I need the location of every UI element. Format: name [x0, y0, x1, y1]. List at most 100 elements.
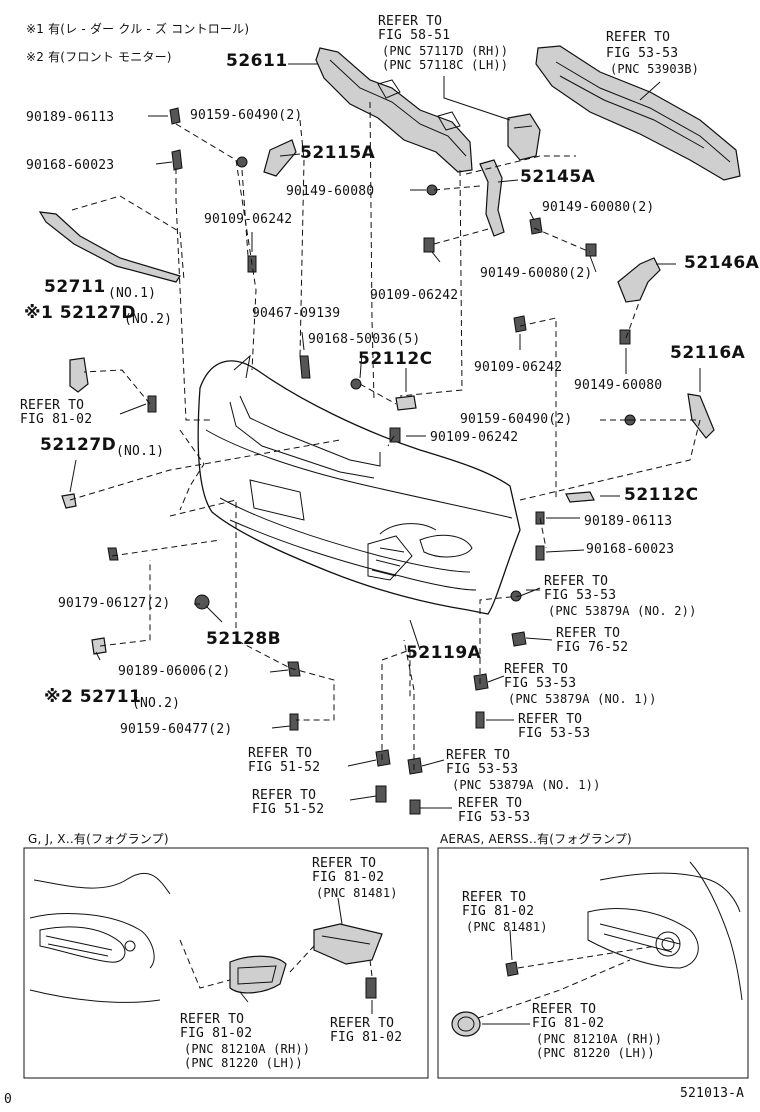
- callout-refer-fig: FIG 51-52: [252, 802, 325, 817]
- callout-part-number: 90149-60080: [574, 378, 663, 393]
- note-1: ※1 有(レ - ダー クル - ズ コントロール): [26, 22, 250, 36]
- callout-part-number: 90159-60490(2): [460, 412, 573, 427]
- callout-part-number: 90467-09139: [252, 306, 341, 321]
- inset-right-label: (PNC 81481): [466, 920, 548, 934]
- callout-52145A: 52145A: [520, 167, 596, 187]
- inset-left-label: FIG 81-02: [312, 870, 385, 885]
- bracket-52116A: [687, 393, 715, 439]
- callout-refer: REFER TO: [544, 574, 609, 589]
- callout-part-number: 90189-06006(2): [118, 664, 231, 679]
- callout-part-number: 90149-60080(2): [480, 266, 593, 281]
- callout-refer: REFER TO: [606, 30, 671, 45]
- callout-refer-pnc: (PNC 53879A (NO. 1)): [508, 692, 657, 706]
- callout-refer-fig: FIG 76-52: [556, 640, 629, 655]
- callout-refer-pnc: (PNC 53903B): [610, 62, 700, 76]
- callout-52115A: 52115A: [300, 143, 376, 163]
- inset-left-title: G, J, X‥有(フォグランプ): [28, 832, 169, 846]
- figure-code: 521013-A: [680, 1086, 745, 1101]
- inset-right-label: FIG 81-02: [462, 904, 535, 919]
- note-2: ※2 有(フロント モニター): [26, 50, 172, 64]
- inset-left-label: (PNC 81220 (LH)): [184, 1056, 303, 1070]
- clip-52112C-lower: [565, 491, 595, 503]
- callout-refer: REFER TO: [556, 626, 621, 641]
- callout-52116A: 52116A: [670, 343, 746, 363]
- callout-52128B: 52128B: [206, 629, 282, 649]
- bracket-52145A: [479, 159, 505, 237]
- leader-lines: [69, 63, 701, 809]
- moulding-52711-no1: [38, 211, 181, 283]
- callout-part-number: 90149-60080(2): [542, 200, 655, 215]
- callout-refer-fig: FIG 53-53: [446, 762, 519, 777]
- inset-left-label: FIG 81-02: [180, 1026, 253, 1041]
- callout-refer-fig: FIG 53-53: [504, 676, 577, 691]
- callout-refer: REFER TO: [518, 712, 583, 727]
- callout-52611: 52611: [226, 51, 288, 71]
- inset-left-label: REFER TO: [330, 1016, 395, 1031]
- inset-left-drawing: [29, 872, 383, 1014]
- callout-part-number: 90168-60023: [586, 542, 675, 557]
- callout-part-number: 90109-06242: [204, 212, 293, 227]
- callout-refer-fig: FIG 53-53: [518, 726, 591, 741]
- callout-52127D-no1-suffix: (NO.1): [116, 444, 165, 459]
- inset-right-title: AERAS, AERSS‥有(フォグランプ): [440, 832, 632, 846]
- inset-right-frame: [437, 847, 749, 1079]
- callout-refer-fig: FIG 51-52: [248, 760, 321, 775]
- callout-52127D-no1: 52127D: [40, 435, 117, 455]
- inset-right-label: FIG 81-02: [532, 1016, 605, 1031]
- bumper-cover-52119A: [197, 354, 521, 615]
- inset-left-label: (PNC 81210A (RH)): [184, 1042, 311, 1056]
- energy-absorber-part: [535, 45, 741, 181]
- callout-52146A: 52146A: [684, 253, 760, 273]
- inset-right-drawing: [451, 861, 743, 1037]
- inset-left-label: (PNC 81481): [316, 886, 398, 900]
- inset-right-label: (PNC 81210A (RH)): [536, 1032, 663, 1046]
- callout-part-number: 90109-06242: [430, 430, 519, 445]
- callout-52119A: 52119A: [406, 643, 482, 663]
- callout-part-number: 90179-06127(2): [58, 596, 171, 611]
- callout-refer: REFER TO: [378, 14, 443, 29]
- bracket-52127D-no2: [69, 357, 89, 393]
- inset-right-label: REFER TO: [532, 1002, 597, 1017]
- clip-52112C: [395, 395, 417, 411]
- callout-part-number: 90109-06242: [370, 288, 459, 303]
- callout-part-number: 90159-60490(2): [190, 108, 303, 123]
- callout-52112C-lower: 52112C: [624, 485, 699, 505]
- callout-refer-fig: FIG 53-53: [544, 588, 617, 603]
- fasteners: [107, 107, 636, 815]
- inset-left-label: REFER TO: [312, 856, 377, 871]
- callout-refer: REFER TO: [446, 748, 511, 763]
- bumper-reinforcement-52611: [315, 47, 473, 173]
- inset-right-label: REFER TO: [462, 890, 527, 905]
- callout-refer-fig: FIG 53-53: [458, 810, 531, 825]
- callout-refer: REFER TO: [252, 788, 317, 803]
- moulding-52711-no2: [91, 637, 107, 655]
- callout-52127D-no2-suffix: (NO.2): [124, 312, 173, 327]
- bracket-52146A: [617, 257, 661, 303]
- callout-52711-no1-suffix: (NO.1): [108, 286, 157, 301]
- callout-52711-no2-suffix: (NO.2): [132, 696, 181, 711]
- callout-52127D-no2: ※1 52127D: [24, 303, 137, 323]
- callout-part-number: 90189-06113: [26, 110, 115, 125]
- callout-refer-pnc: (PNC 57117D (RH)): [382, 44, 509, 58]
- callout-refer-fig: FIG 58-51: [378, 28, 451, 43]
- inset-left-label: FIG 81-02: [330, 1030, 403, 1045]
- retainer-clip-52115A: [263, 139, 297, 177]
- callout-part-number: 90189-06113: [584, 514, 673, 529]
- footer-left-mark: 0: [4, 1092, 13, 1107]
- callout-52711-no1: 52711: [44, 277, 106, 297]
- callout-part-number: 90149-60080: [286, 184, 375, 199]
- callout-52112C: 52112C: [358, 349, 433, 369]
- callout-refer-pnc: (PNC 53879A (NO. 2)): [548, 604, 697, 618]
- callout-refer-fig: FIG 53-53: [606, 46, 679, 61]
- inset-right-label: (PNC 81220 (LH)): [536, 1046, 655, 1060]
- callout-refer: REFER TO: [504, 662, 569, 677]
- callout-part-number: 90168-50036(5): [308, 332, 421, 347]
- callout-refer: REFER TO: [20, 398, 85, 413]
- callout-refer-pnc: (PNC 53879A (NO. 1)): [452, 778, 601, 792]
- callout-refer: REFER TO: [458, 796, 523, 811]
- assembly-lines: [69, 101, 701, 770]
- callout-part-number: 90168-60023: [26, 158, 115, 173]
- callout-refer-fig: FIG 81-02: [20, 412, 93, 427]
